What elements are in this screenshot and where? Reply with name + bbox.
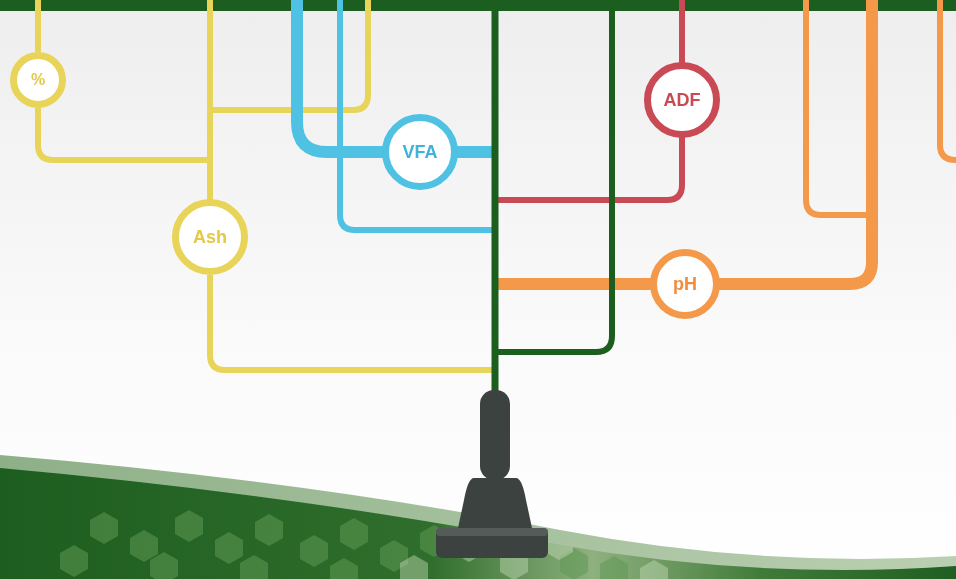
connector-path: [38, 108, 210, 199]
hexagon-highlights: [400, 528, 668, 579]
connector-line: [38, 108, 210, 199]
metric-label: ADF: [664, 90, 701, 111]
band-highlight: [0, 455, 956, 579]
metric-circle: pH: [650, 249, 720, 319]
metric-circle: %: [10, 52, 66, 108]
metric-circle: ADF: [644, 62, 720, 138]
hexagon-pattern: [60, 510, 628, 579]
branch-lines: [38, 0, 956, 400]
metric-label: VFA: [402, 142, 437, 163]
probe: [436, 390, 548, 558]
metric-label: pH: [673, 274, 697, 295]
top-bar: [0, 0, 956, 11]
metric-circle: Ash: [172, 199, 248, 275]
green-band: [0, 468, 956, 579]
metric-label: Ash: [193, 227, 227, 248]
metric-circle: VFA: [382, 114, 458, 190]
metric-label: %: [31, 71, 45, 89]
